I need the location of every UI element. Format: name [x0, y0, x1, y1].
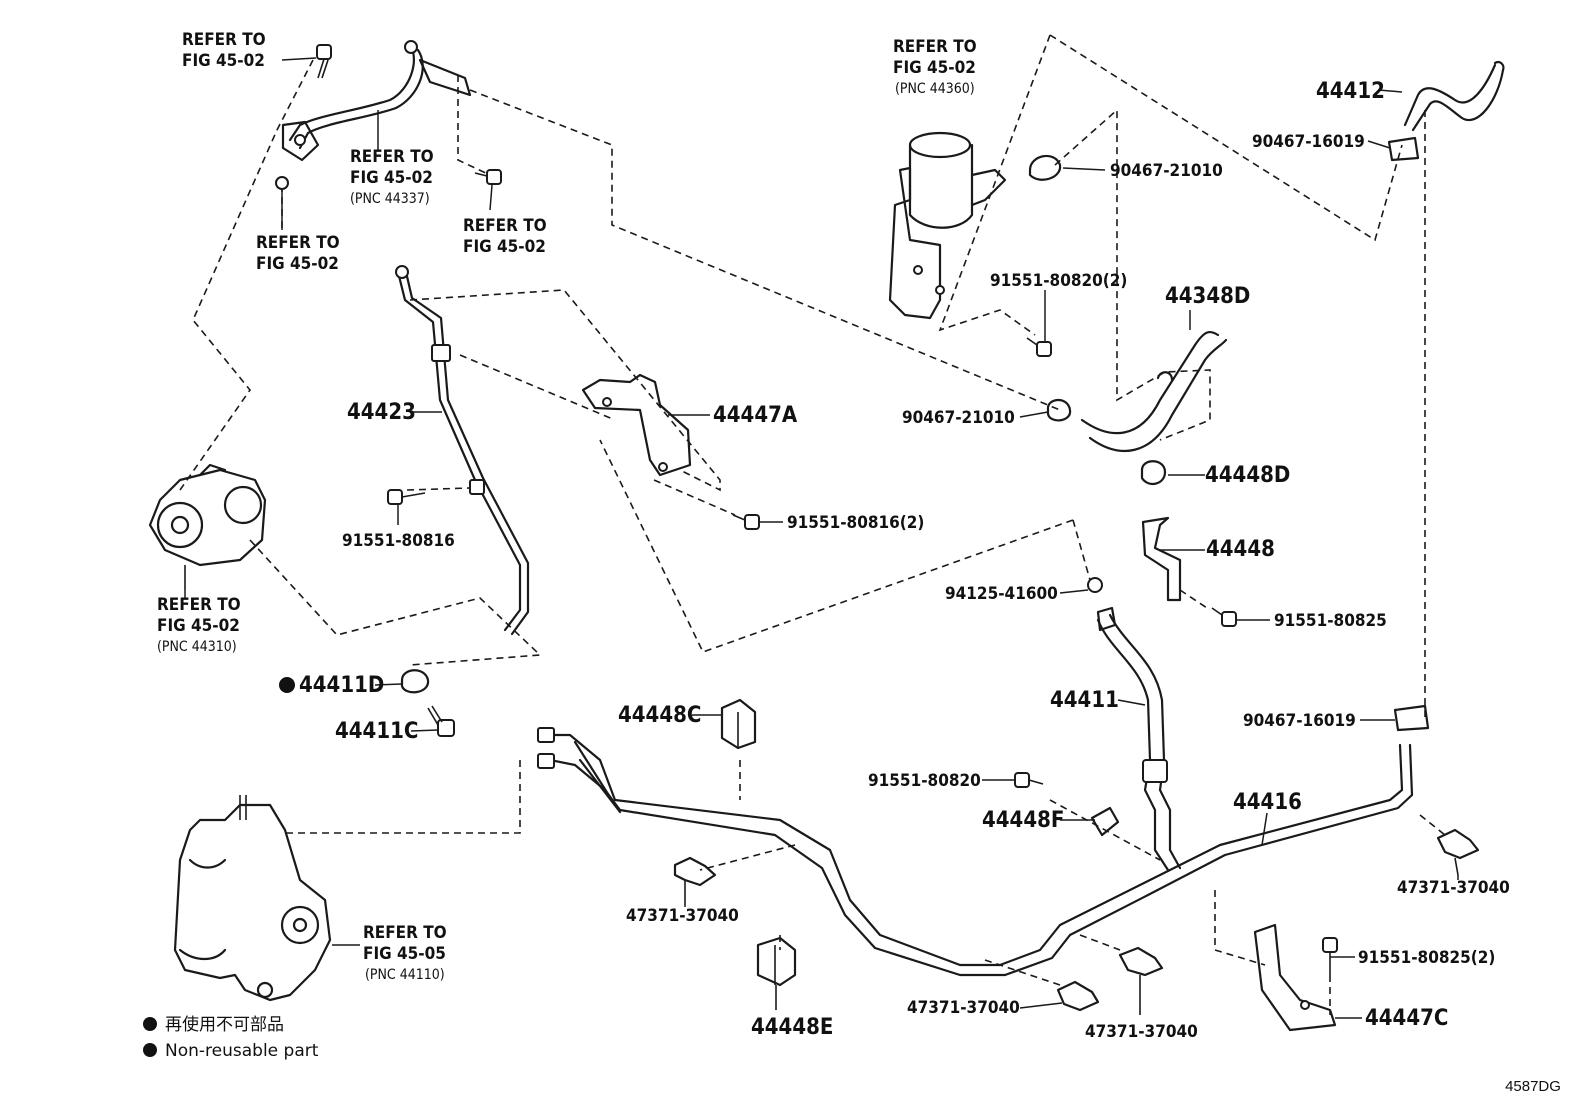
hose-44348D-drawing — [1080, 330, 1228, 453]
label-44412: 44412 — [1316, 79, 1385, 104]
part-drawings — [148, 40, 1505, 1032]
cushion-44448C-drawing — [720, 698, 757, 750]
ref-label-reservoir: REFER TO — [893, 37, 977, 57]
reservoir-tank-drawing — [888, 131, 1007, 320]
pnc-label-44360: (PNC 44360) — [895, 81, 975, 97]
legend: 再使用不可部品 Non-reusable part — [143, 1014, 319, 1061]
label-44448C: 44448C — [618, 703, 701, 728]
pnc-label-44337: (PNC 44337) — [350, 191, 430, 207]
legend-text-en: Non-reusable part — [165, 1041, 319, 1061]
hose-clamp-21010-top-drawing — [1028, 154, 1062, 181]
pipe-44416-drawing — [998, 743, 1414, 977]
hose-44411-drawing — [1096, 606, 1182, 872]
clip-44448F-drawing — [1090, 806, 1120, 837]
label-44448E: 44448E — [751, 1015, 833, 1040]
legend-text-jp: 再使用不可部品 — [165, 1014, 284, 1035]
bolt-91551-80820-2-drawing — [1026, 337, 1052, 357]
upper-hose-drawing — [281, 40, 472, 162]
pnc-label-44310: (PNC 44310) — [157, 639, 237, 655]
clamp-47371-bottom-drawing — [1056, 980, 1100, 1012]
bolt-91551-80820-drawing — [1014, 772, 1044, 788]
label-91551-80825: 91551-80825 — [1274, 611, 1387, 631]
label-47371-37040-right: 47371-37040 — [1397, 878, 1510, 898]
label-91551-80816: 91551-80816 — [342, 531, 455, 551]
label-44348D: 44348D — [1165, 284, 1250, 309]
ref-label-gear: REFER TO — [363, 923, 447, 943]
clamp-44448E-drawing — [756, 936, 797, 1010]
ref-label-hose: REFER TO — [350, 147, 434, 167]
non-reusable-marker-44411D — [279, 677, 295, 693]
bolt-44411C-drawing — [427, 705, 455, 737]
label-44447C: 44447C — [1365, 1006, 1448, 1031]
tube-44423-drawing — [395, 265, 530, 636]
diagram-code: 4587DG — [1505, 1078, 1561, 1095]
legend-dot-jp — [143, 1017, 157, 1031]
ref-label-top-left: REFER TO — [182, 30, 266, 50]
label-44448D: 44448D — [1205, 463, 1290, 488]
fig-label-top-left: FIG 45-02 — [182, 51, 265, 71]
clip-44448D-drawing — [1140, 460, 1167, 486]
bracket-44447C-drawing — [1253, 923, 1337, 1032]
ref-label-mid-bolt: REFER TO — [463, 216, 547, 236]
ref-label-pump: REFER TO — [157, 595, 241, 615]
power-steering-pump-drawing — [148, 463, 267, 590]
bolt-mid-top-drawing — [474, 169, 502, 185]
label-44448: 44448 — [1206, 537, 1275, 562]
bolt-91551-80825-2-drawing — [1322, 937, 1338, 975]
label-91551-80820-2: 91551-80820(2) — [990, 271, 1127, 291]
bolt-91551-80825-drawing — [1211, 607, 1237, 627]
fig-label-gear: FIG 45-05 — [363, 944, 446, 964]
leader-lines — [184, 57, 1459, 1019]
label-44411D: 44411D — [299, 673, 384, 698]
label-90467-16019-top: 90467-16019 — [1252, 132, 1365, 152]
steering-gear-drawing — [173, 795, 332, 1002]
label-47371-37040-center: 47371-37040 — [1085, 1022, 1198, 1042]
pressure-return-tubes-drawing — [537, 727, 1007, 977]
bracket-44448-drawing — [1141, 516, 1182, 602]
bolt-91551-80816-drawing — [387, 489, 426, 505]
label-44411C: 44411C — [335, 719, 418, 744]
label-94125-41600: 94125-41600 — [945, 584, 1058, 604]
fig-label-reservoir: FIG 45-02 — [893, 58, 976, 78]
label-90467-21010-lower: 90467-21010 — [902, 408, 1015, 428]
clamp-16019-lower-drawing — [1393, 704, 1430, 732]
clamp-47371-right-drawing — [1436, 828, 1480, 876]
label-44416: 44416 — [1233, 790, 1302, 815]
pnc-label-44110: (PNC 44110) — [365, 967, 445, 983]
clamp-16019-top-drawing — [1387, 136, 1420, 162]
bolt-top-left-drawing — [316, 44, 332, 79]
label-44448F: 44448F — [982, 808, 1064, 833]
label-91551-80825-2: 91551-80825(2) — [1358, 948, 1495, 968]
fig-label-hose: FIG 45-02 — [350, 168, 433, 188]
fig-label-pump: FIG 45-02 — [157, 616, 240, 636]
label-44411: 44411 — [1050, 688, 1119, 713]
label-44447A: 44447A — [713, 403, 798, 428]
label-90467-21010-top: 90467-21010 — [1110, 161, 1223, 181]
ref-label-oring: REFER TO — [256, 233, 340, 253]
grommet-94125-drawing — [1087, 577, 1103, 593]
hose-clamp-21010-lower-drawing — [1046, 398, 1072, 422]
bracket-44447A-drawing — [581, 373, 692, 477]
label-47371-37040-bottom: 47371-37040 — [907, 998, 1020, 1018]
label-91551-80820: 91551-80820 — [868, 771, 981, 791]
clamp-47371-left-drawing — [673, 856, 717, 905]
bolt-91551-80816-2-drawing — [732, 514, 760, 530]
o-ring-drawing — [275, 176, 289, 190]
clip-44411D-drawing — [400, 669, 430, 694]
legend-dot-en — [143, 1043, 157, 1057]
fig-label-mid-bolt: FIG 45-02 — [463, 237, 546, 257]
part-labels: REFER TO FIG 45-02 REFER TO FIG 45-02 (P… — [157, 30, 1510, 1042]
label-47371-37040-left: 47371-37040 — [626, 906, 739, 926]
hose-44412-drawing — [1403, 61, 1505, 132]
clamp-47371-center-drawing — [1118, 946, 1164, 1015]
label-44423: 44423 — [347, 400, 416, 425]
label-91551-80816-2: 91551-80816(2) — [787, 513, 924, 533]
label-90467-16019-lower: 90467-16019 — [1243, 711, 1356, 731]
fig-label-oring: FIG 45-02 — [256, 254, 339, 274]
